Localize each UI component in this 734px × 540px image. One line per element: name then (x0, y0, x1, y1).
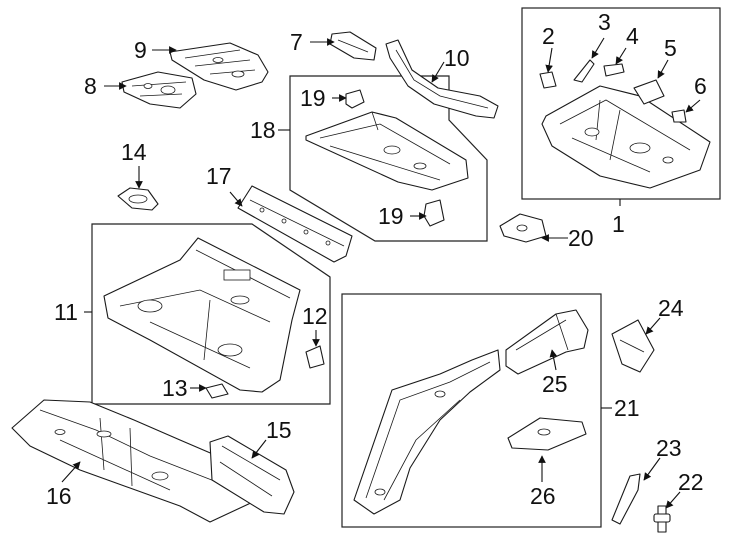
part-19-bracket-lower (423, 199, 445, 227)
part-23-bracket (611, 473, 641, 525)
callout-17: 17 (206, 163, 232, 189)
callout-6: 6 (694, 73, 707, 99)
part-14-cover (117, 187, 159, 211)
part-12-bracket (305, 345, 325, 369)
part-20-bracket (499, 213, 547, 243)
callout-1: 1 (612, 211, 625, 237)
callout-18: 18 (250, 117, 276, 143)
callout-16: 16 (46, 483, 72, 509)
part-18-crossmember (305, 111, 469, 191)
part-6-clip (671, 109, 687, 123)
callout-9: 9 (134, 37, 147, 63)
part-9-panel (169, 42, 269, 91)
callout-7: 7 (290, 29, 303, 55)
callout-23: 23 (656, 435, 682, 461)
callout-12: 12 (302, 303, 328, 329)
callout-8: 8 (84, 73, 97, 99)
callout-20: 20 (568, 225, 594, 251)
callout-19-upper: 19 (300, 85, 326, 111)
part-19-bracket-upper (345, 89, 365, 109)
part-11-rear-floor (103, 237, 301, 393)
group-box-crossmember (289, 75, 488, 242)
part-5-bracket (633, 79, 665, 105)
part-15-panel (209, 435, 295, 515)
callout-10: 10 (444, 45, 470, 71)
callout-26: 26 (530, 483, 556, 509)
part-13-clip (205, 383, 229, 399)
callout-25: 25 (542, 371, 568, 397)
part-25-rail-extension (505, 309, 589, 375)
callout-15: 15 (266, 417, 292, 443)
part-26-bracket (507, 417, 587, 451)
part-24-gusset (611, 319, 655, 373)
part-21-side-rail (353, 349, 501, 515)
part-7-bracket (329, 31, 377, 61)
group-box-rear-floor (91, 223, 331, 405)
part-1-floor-pan (541, 85, 711, 189)
group-box-rail-assembly (341, 293, 602, 528)
callout-21: 21 (614, 395, 640, 421)
callout-5: 5 (664, 35, 677, 61)
callout-24: 24 (658, 295, 684, 321)
part-22-bolt (653, 505, 671, 533)
group-box-floor-pan (521, 7, 721, 200)
callout-14: 14 (121, 139, 147, 165)
callout-3: 3 (598, 9, 611, 35)
part-2-clip (539, 71, 557, 89)
callout-2: 2 (542, 23, 555, 49)
callout-4: 4 (626, 23, 639, 49)
part-4-plate (603, 63, 625, 77)
callout-22: 22 (678, 469, 704, 495)
part-8-panel (121, 71, 197, 109)
part-17-crossmember (237, 185, 353, 263)
callout-19-lower: 19 (378, 203, 404, 229)
part-10-reinforcement (385, 39, 499, 119)
callout-13: 13 (162, 375, 188, 401)
part-3-bracket (573, 59, 595, 83)
callout-11: 11 (54, 299, 78, 325)
